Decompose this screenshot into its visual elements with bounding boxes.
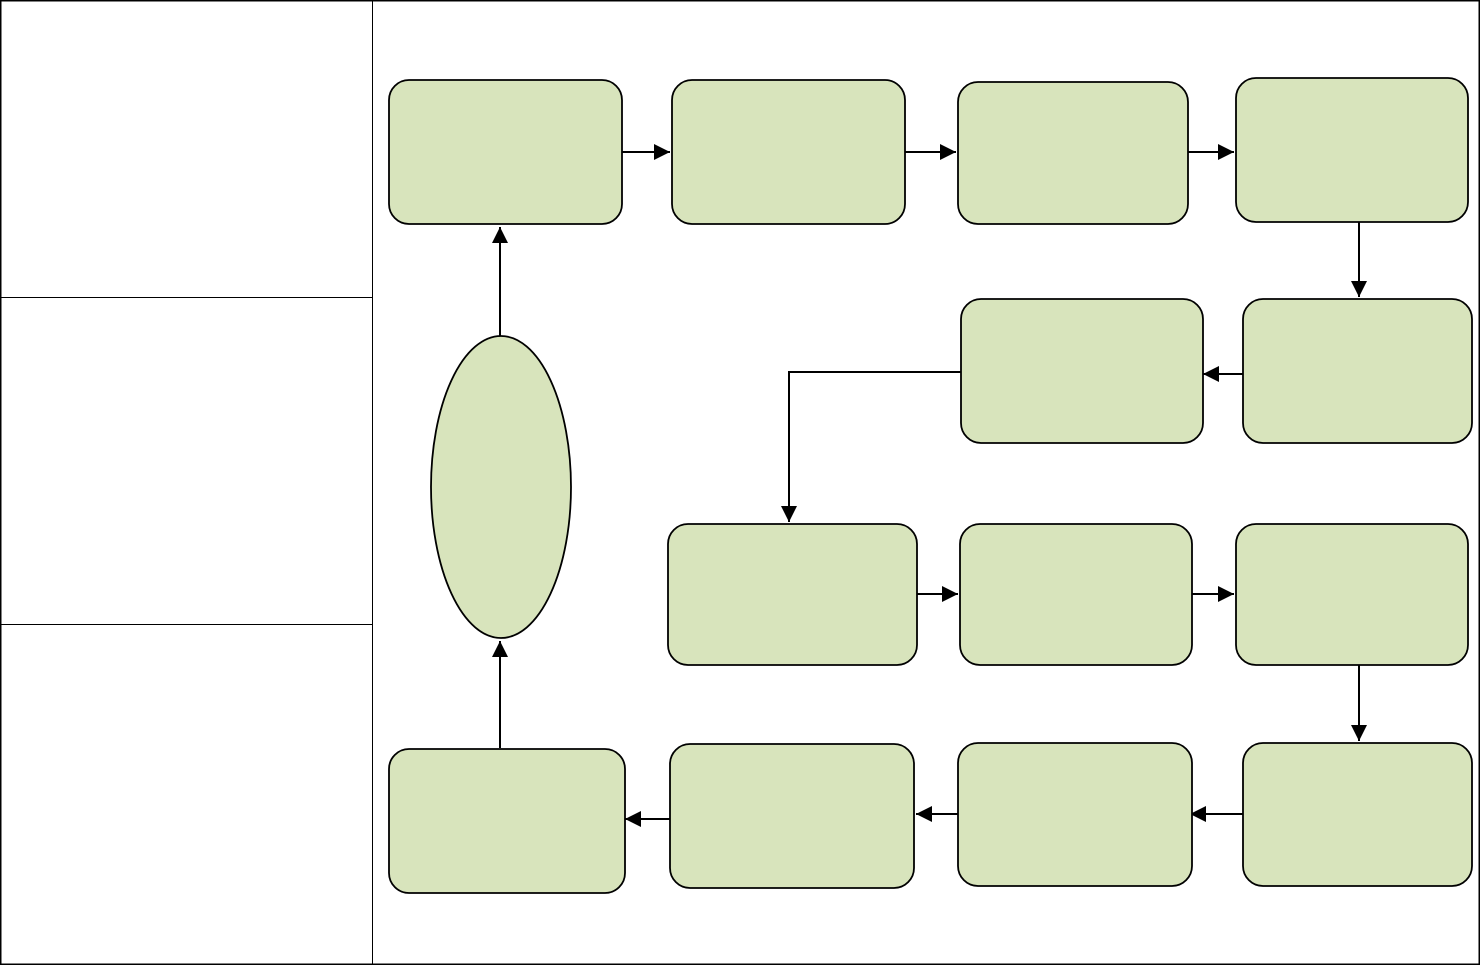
- edge-n6-n7: [781, 371, 961, 522]
- process-box-6: [960, 298, 1204, 444]
- process-box-11: [957, 742, 1193, 887]
- process-box-4: [1235, 77, 1469, 223]
- process-box-5: [1242, 298, 1473, 444]
- process-box-1: [388, 79, 623, 225]
- process-box-2: [671, 79, 906, 225]
- hub-ellipse: [430, 335, 572, 639]
- swimlane-2: [0, 298, 373, 625]
- process-box-8: [959, 523, 1193, 666]
- swimlane-1: [0, 0, 373, 298]
- swimlane-3: [0, 625, 373, 965]
- process-box-9: [1235, 523, 1469, 666]
- process-box-12: [669, 743, 915, 889]
- process-box-3: [957, 81, 1189, 225]
- nodes: [388, 77, 1473, 894]
- process-box-7: [667, 523, 918, 666]
- process-box-10: [1242, 742, 1473, 887]
- edges: [492, 144, 1367, 827]
- process-box-13: [388, 748, 626, 894]
